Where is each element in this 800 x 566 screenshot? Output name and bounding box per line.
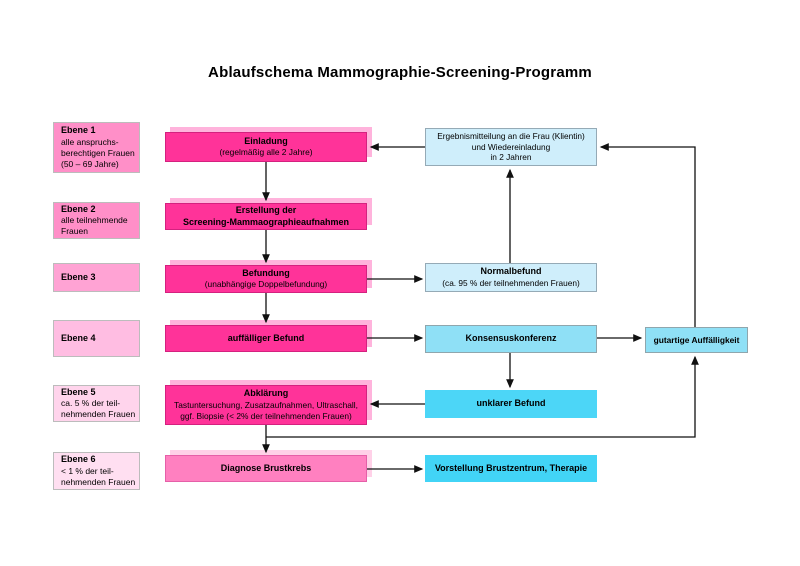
process-title: Diagnose Brustkrebs [220,462,312,473]
process-title: Erstellung der [235,204,297,215]
level-box-ebene-1: Ebene 1 alle anspruchs- berechtigen Frau… [53,122,140,173]
level-line: alle anspruchs- [61,136,119,147]
result-line: (ca. 95 % der teilnehmenden Frauen) [442,277,580,288]
process-title: Abklärung [243,388,289,399]
level-box-ebene-4: Ebene 4 [53,320,140,357]
arrow-abklaerung-to-gutartige [266,355,699,438]
result-box-gutartige-auffaelligkeit: gutartige Auffälligkeit [645,327,748,353]
result-box-unklarer-befund: unklarer Befund [425,390,597,418]
process-title: Befundung [242,267,290,278]
level-box-ebene-5: Ebene 5 ca. 5 % der teil- nehmenden Frau… [53,385,140,422]
process-box-auffaelliger-befund: auffälliger Befund [165,325,367,352]
result-line: in 2 Jahren [490,152,532,163]
level-title: Ebene 2 [61,203,96,214]
level-line: < 1 % der teil- [61,465,114,476]
result-box-ergebnismitteilung: Ergebnismitteilung an die Frau (Klientin… [425,128,597,166]
level-line: alle teilnehmende [61,215,128,226]
process-line: ggf. Biopsie (< 2% der teilnehmenden Fra… [180,410,352,421]
level-line: berechtigen Frauen [61,147,135,158]
level-line: ca. 5 % der teil- [61,398,121,409]
process-line: Tastuntersuchung, Zusatzaufnahmen, Ultra… [174,399,358,410]
level-box-ebene-6: Ebene 6 < 1 % der teil- nehmenden Frauen [53,452,140,490]
result-title: unklarer Befund [476,398,546,409]
process-title-line2: Screening-Mammaographieaufnahmen [182,216,350,227]
process-box-erstellung: Erstellung der Screening-Mammaographieau… [165,203,367,230]
level-box-ebene-2: Ebene 2 alle teilnehmende Frauen [53,202,140,239]
process-box-befundung: Befundung (unabhängige Doppelbefundung) [165,265,367,293]
result-title: gutartige Auffälligkeit [653,334,740,345]
level-title: Ebene 4 [61,332,96,343]
level-title: Ebene 3 [61,271,96,282]
result-title: Normalbefund [480,266,542,277]
process-title: auffälliger Befund [227,332,305,343]
process-line: (regelmäßig alle 2 Jahre) [219,147,313,158]
level-title: Ebene 5 [61,386,96,397]
result-box-konsensuskonferenz: Konsensuskonferenz [425,325,597,353]
arrow-gutartige-to-ergebnis [599,143,696,327]
process-box-diagnose-brustkrebs: Diagnose Brustkrebs [165,455,367,482]
result-box-vorstellung-brustzentrum: Vorstellung Brustzentrum, Therapie [425,455,597,482]
process-box-abklaerung: Abklärung Tastuntersuchung, Zusatzaufnah… [165,385,367,425]
diagram-title: Ablaufschema Mammographie-Screening-Prog… [208,64,592,81]
process-line: (unabhängige Doppelbefundung) [204,279,328,290]
process-box-einladung: Einladung (regelmäßig alle 2 Jahre) [165,132,367,162]
process-title: Einladung [244,135,288,146]
level-title: Ebene 6 [61,454,96,465]
result-title: Konsensuskonferenz [465,333,557,344]
level-box-ebene-3: Ebene 3 [53,263,140,292]
level-title: Ebene 1 [61,125,96,136]
result-box-normalbefund: Normalbefund (ca. 95 % der teilnehmenden… [425,263,597,292]
level-line: nehmenden Frauen [61,409,136,420]
result-line: und Wiedereinladung [471,141,551,152]
result-line: Ergebnismitteilung an die Frau (Klientin… [437,130,585,141]
result-title: Vorstellung Brustzentrum, Therapie [434,462,588,473]
level-line: Frauen [61,226,88,237]
level-line: nehmenden Frauen [61,476,136,487]
level-line: (50 – 69 Jahre) [61,158,119,169]
